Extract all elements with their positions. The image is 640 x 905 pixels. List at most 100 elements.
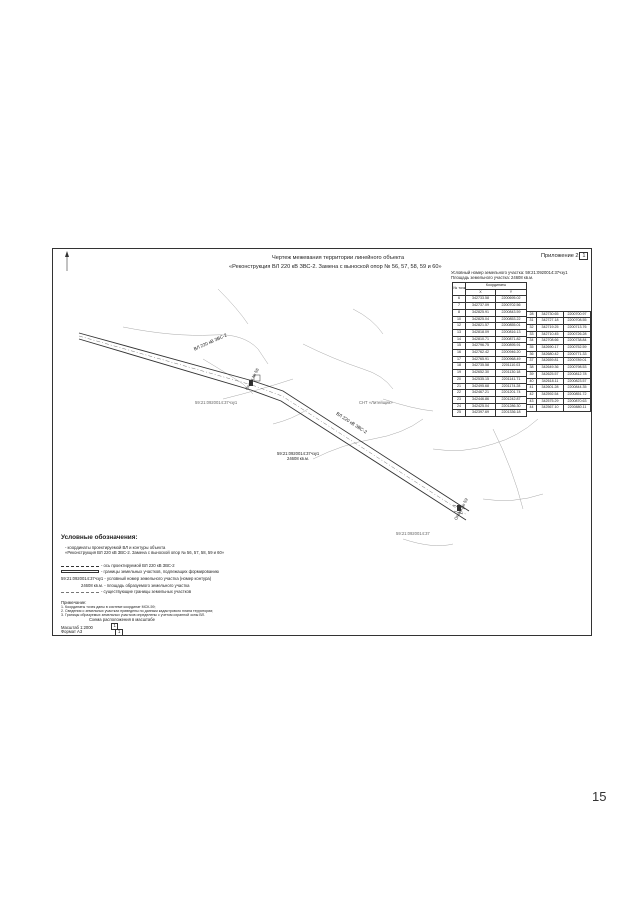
x-cell: 342467.21 bbox=[465, 389, 496, 397]
corridor-upper-edge bbox=[78, 332, 470, 512]
point-cell: 31 bbox=[526, 317, 537, 325]
x-cell: 342708.66 bbox=[536, 337, 564, 345]
y-cell: 2200726.28 bbox=[563, 330, 591, 339]
x-cell: 342730.65 bbox=[536, 310, 564, 319]
legend-intro-2: «Реконструкция ВЛ 220 кВ ЗВС-2. Замена с… bbox=[65, 550, 225, 555]
y-cell: 2200968.49 bbox=[495, 355, 527, 364]
y-cell: 2200789.01 bbox=[563, 357, 591, 366]
y-cell: 2201130.18 bbox=[495, 369, 527, 377]
point-cell: 44 bbox=[526, 404, 537, 413]
x-cell: 342821.57 bbox=[465, 322, 496, 330]
y-cell: 2200708.55 bbox=[563, 317, 591, 325]
y-cell: 2200812.78 bbox=[563, 370, 591, 379]
point-cell: 6 bbox=[452, 295, 466, 304]
x-cell: 342765.91 bbox=[465, 355, 496, 364]
sheet-box: 1 bbox=[115, 629, 124, 636]
point-cell: 34 bbox=[526, 337, 537, 345]
x-cell: 342601.28 bbox=[536, 384, 564, 392]
parcel-note-line-1: Условный номер земельного участка: 59:21… bbox=[451, 270, 568, 275]
y-cell: 2200771.33 bbox=[563, 350, 591, 359]
y-cell: 2200702.56 bbox=[495, 302, 527, 310]
point-cell: 19 bbox=[452, 369, 466, 377]
point-cell: 18 bbox=[452, 362, 466, 371]
legend-item-4: 24608 кв.м. - площадь образуемого земель… bbox=[81, 583, 190, 588]
legend-item-2: - границы земельных участков, подлежащих… bbox=[101, 569, 219, 574]
title-line-1: Чертеж межевания территории линейного об… bbox=[272, 255, 405, 261]
point-cell: 7 bbox=[452, 302, 466, 310]
central-parcel-area: 24608 кв.м. bbox=[287, 456, 310, 461]
drawing-frame: Чертеж межевания территории линейного об… bbox=[52, 248, 592, 636]
x-cell: 342649.36 bbox=[536, 364, 564, 372]
y-cell: 2200946.20 bbox=[495, 349, 527, 357]
x-cell: 342652.30 bbox=[465, 369, 496, 377]
y-cell: 2200695.02 bbox=[495, 295, 527, 304]
parcel-label-b: 59:21:0920014:37 bbox=[396, 531, 430, 536]
point-cell: 33 bbox=[526, 330, 537, 339]
legend-item-5: - существующие границы земельных участко… bbox=[101, 589, 192, 594]
line-axis bbox=[78, 335, 468, 516]
y-cell: 2201201.74 bbox=[495, 389, 527, 397]
x-cell: 342727.18 bbox=[536, 317, 564, 325]
x-cell: 342618.11 bbox=[536, 377, 564, 386]
x-cell: 342719.25 bbox=[536, 323, 564, 332]
note-3: 3. Границы образуемых земельных участков… bbox=[61, 613, 206, 617]
appendix-text: Приложение 2 bbox=[541, 253, 579, 259]
y-cell: 2200752.59 bbox=[563, 344, 591, 352]
parcel-note-line-2: Площадь земельного участка: 24608 кв.м. bbox=[451, 275, 534, 280]
point-cell: 39 bbox=[526, 370, 537, 379]
point-cell: 36 bbox=[526, 350, 537, 359]
y-cell: 2200880.11 bbox=[563, 404, 591, 413]
head-y: Y bbox=[495, 288, 527, 297]
point-cell: 20 bbox=[452, 375, 466, 384]
page-number: 15 bbox=[592, 789, 607, 804]
point-cell: 24 bbox=[452, 402, 466, 411]
y-cell: 2201242.87 bbox=[495, 395, 527, 404]
x-cell: 342737.09 bbox=[465, 302, 496, 310]
x-cell: 342567.10 bbox=[536, 404, 564, 413]
x-cell: 342592.54 bbox=[536, 390, 564, 399]
y-cell: 2200851.72 bbox=[563, 390, 591, 399]
x-cell: 342735.58 bbox=[465, 362, 496, 371]
note-1: 1. Координаты точек даны в системе коорд… bbox=[61, 605, 156, 609]
y-cell: 2200713.76 bbox=[563, 323, 591, 332]
head-x: X bbox=[465, 288, 496, 297]
y-cell: 2201110.03 bbox=[495, 362, 527, 371]
point-cell: 43 bbox=[526, 397, 537, 406]
y-cell: 2200816.13 bbox=[495, 328, 527, 337]
y-cell: 2200844.35 bbox=[563, 384, 591, 392]
point-cell: 12 bbox=[452, 322, 466, 330]
coords-table-left: № точки Координаты X Y 6342733.582200695… bbox=[452, 281, 527, 418]
x-cell: 342446.86 bbox=[465, 395, 496, 404]
x-cell: 342575.29 bbox=[536, 397, 564, 406]
point-cell: 21 bbox=[452, 382, 466, 391]
point-cell: 32 bbox=[526, 323, 537, 332]
map-drawing bbox=[65, 251, 544, 546]
legend-intro-1: - координаты проектируемой ВЛ и контуры … bbox=[65, 545, 166, 550]
x-cell: 342733.58 bbox=[465, 295, 496, 304]
notes-title: Примечание: bbox=[61, 600, 87, 605]
x-cell: 342762.42 bbox=[465, 349, 496, 357]
parcel-label-a: 59:21:0920014:37чзу1 bbox=[195, 400, 238, 405]
point-cell: 40 bbox=[526, 377, 537, 386]
scale-box: 1 bbox=[111, 623, 119, 630]
head-point: № точки bbox=[452, 281, 466, 297]
